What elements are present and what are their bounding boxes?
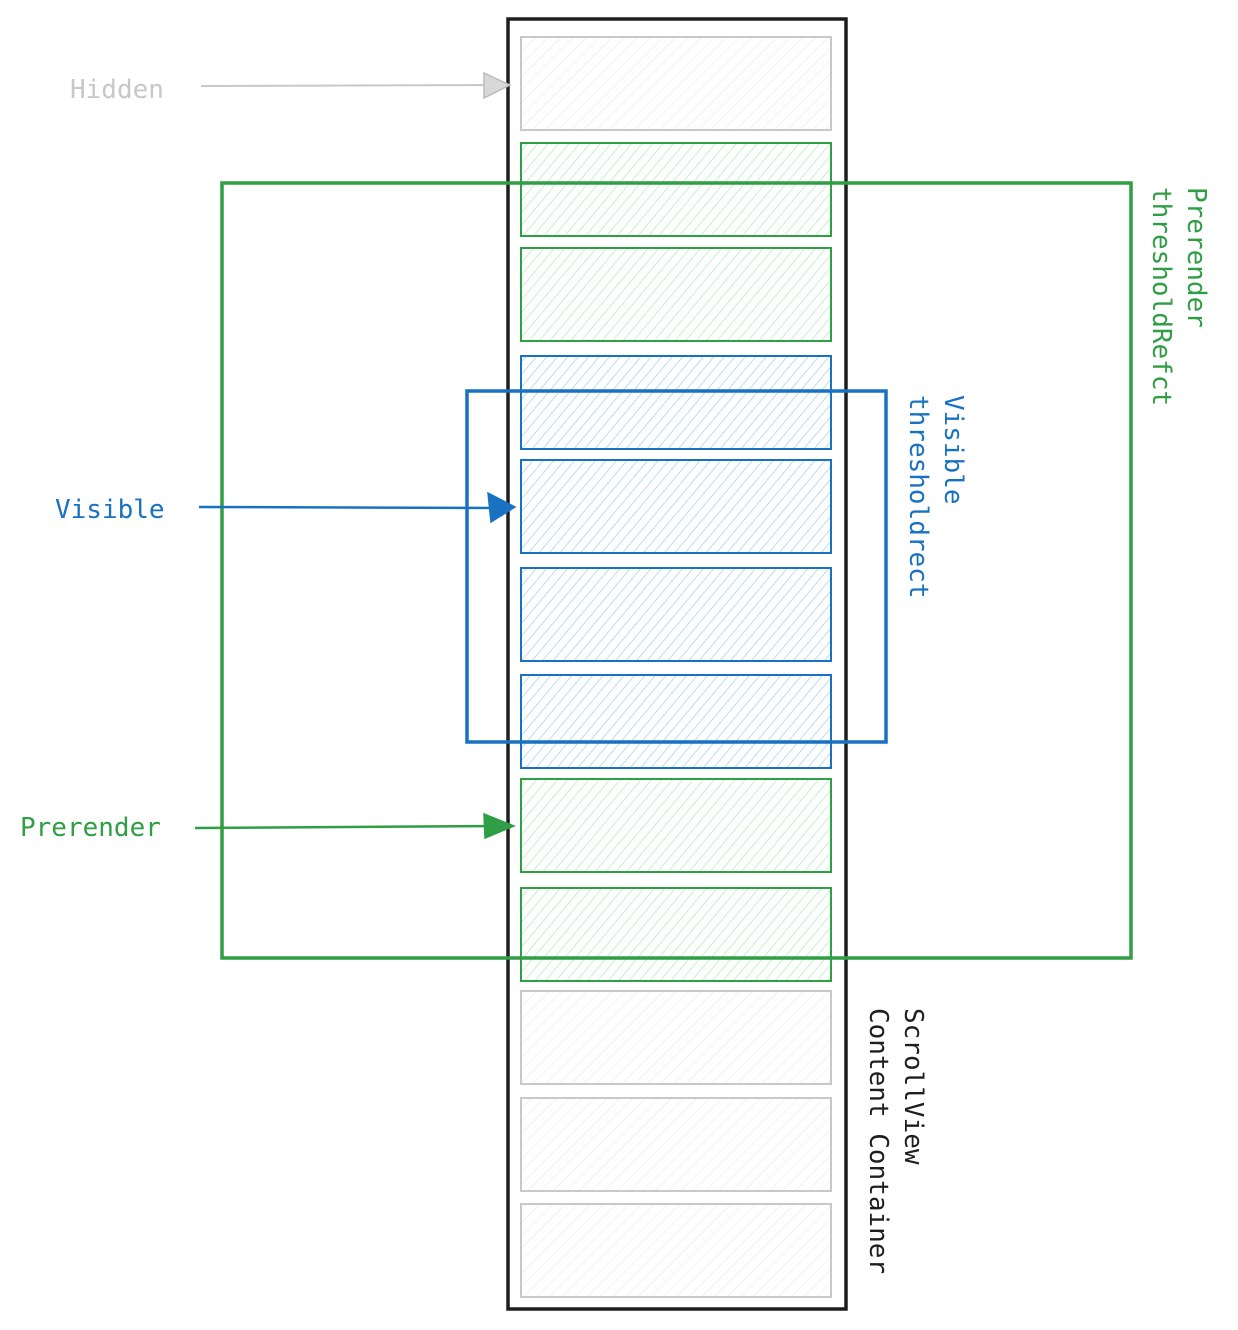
container-label: ScrollView Content Container — [863, 1008, 928, 1274]
list-item-hidden — [520, 1203, 832, 1298]
prerender-threshold-label-line2: thresholdRefct — [1146, 187, 1176, 406]
visible-threshold-label-line1: Visible — [938, 395, 968, 505]
list-item-prerender — [520, 887, 832, 982]
hidden-label: Hidden — [70, 75, 164, 105]
list-item-hidden — [520, 36, 832, 131]
list-item-visible — [520, 674, 832, 769]
prerender-threshold-label: Prerender thresholdRefct — [1146, 187, 1211, 406]
prerender-threshold-label-line1: Prerender — [1181, 187, 1211, 328]
list-item-hidden — [520, 1097, 832, 1192]
list-item-visible — [520, 459, 832, 554]
list-item-prerender — [520, 142, 832, 237]
visible-threshold-rect — [465, 389, 888, 744]
container-label-line2: Content Container — [863, 1008, 893, 1274]
list-item-prerender — [520, 778, 832, 873]
list-item-hidden — [520, 990, 832, 1085]
container-label-line1: ScrollView — [898, 1008, 928, 1165]
list-item-prerender — [520, 247, 832, 342]
list-item-visible — [520, 355, 832, 450]
visible-label: Visible — [55, 495, 165, 525]
visible-arrow — [198, 491, 517, 524]
prerender-label: Prerender — [20, 813, 161, 843]
prerender-arrow — [194, 812, 516, 840]
list-items — [520, 36, 832, 1298]
scrollview-content-container — [506, 17, 848, 1311]
list-item-visible — [520, 567, 832, 662]
visible-threshold-label-line2: thresholdrect — [903, 395, 933, 599]
visible-threshold-label: Visible thresholdrect — [903, 395, 968, 599]
prerender-threshold-rect — [220, 181, 1133, 960]
hidden-arrow — [200, 71, 512, 100]
